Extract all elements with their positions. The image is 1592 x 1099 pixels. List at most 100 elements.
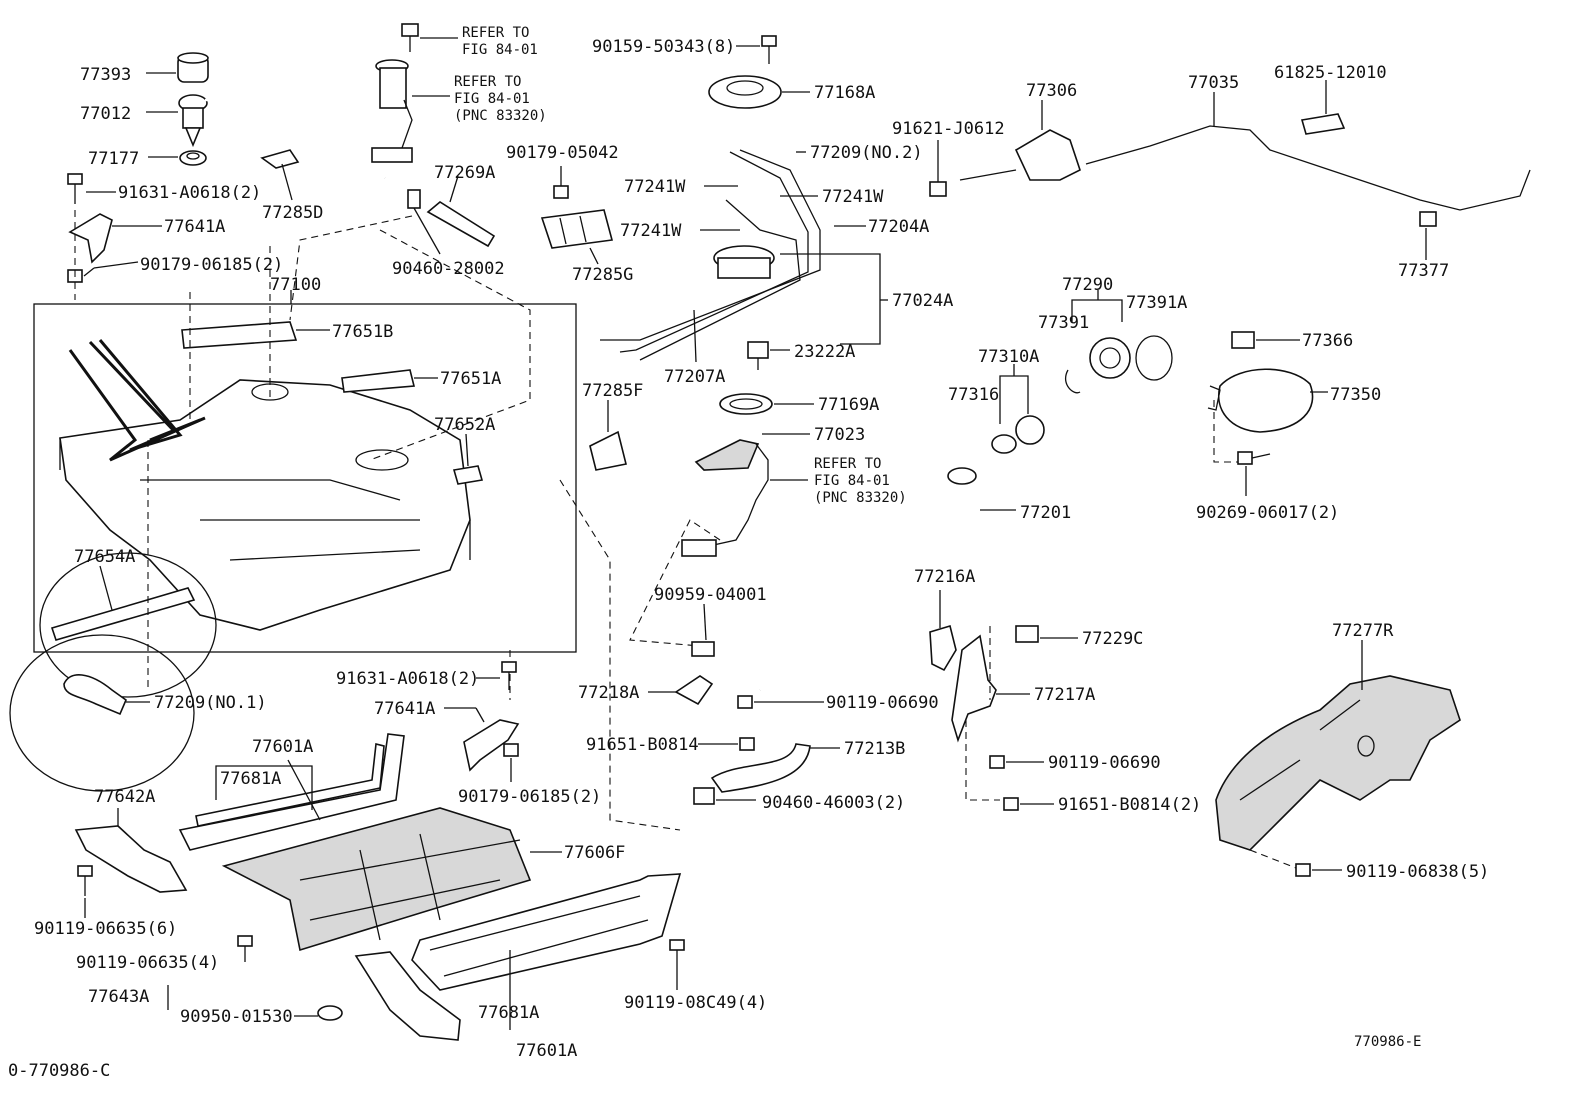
part-61825-label[interactable] xyxy=(1300,113,1346,135)
part-sender-unit[interactable] xyxy=(713,245,775,279)
part-77654a-pad[interactable] xyxy=(50,587,196,641)
part-77277r-liner[interactable] xyxy=(1215,675,1461,851)
label-77035: 77035 xyxy=(1188,73,1239,93)
label-77217a: 77217A xyxy=(1034,685,1095,705)
part-77377-clip[interactable] xyxy=(1419,211,1437,227)
part-77035-cable[interactable] xyxy=(1085,125,1531,211)
part-top-bolt[interactable] xyxy=(401,23,419,52)
part-90159-bolt[interactable] xyxy=(761,35,777,64)
part-77285d-clamp[interactable] xyxy=(260,149,300,169)
part-bolt-90119-06635-4[interactable] xyxy=(237,935,253,962)
refer-pump-line3: (PNC 83320) xyxy=(454,108,547,124)
label-90179-05042: 90179-05042 xyxy=(506,143,619,163)
label-77177: 77177 xyxy=(88,149,139,169)
label-77601a-bottom: 77601A xyxy=(516,1041,577,1061)
part-77642a-bracket[interactable] xyxy=(74,825,188,893)
label-90119-08c49: 90119-08C49(4) xyxy=(624,993,767,1013)
part-90269-screw[interactable] xyxy=(1237,451,1271,465)
label-77204a: 77204A xyxy=(868,217,929,237)
label-77285g: 77285G xyxy=(572,265,633,285)
label-77218a: 77218A xyxy=(578,683,639,703)
part-23222a-filter[interactable] xyxy=(747,341,769,370)
part-77601a-left-strap[interactable] xyxy=(178,733,405,851)
label-77169a: 77169A xyxy=(818,395,879,415)
part-fuel-pump-assy[interactable] xyxy=(371,59,413,163)
part-77285g-clamp[interactable] xyxy=(540,209,614,249)
part-77391a-ring[interactable] xyxy=(1135,335,1173,381)
part-90179-nut-mid[interactable] xyxy=(503,743,519,757)
part-bolt-91631-mid[interactable] xyxy=(501,661,517,690)
label-90119-06690-a: 90119-06690 xyxy=(826,693,939,713)
label-77216a: 77216A xyxy=(914,567,975,587)
label-77316: 77316 xyxy=(948,385,999,405)
label-90460-28002: 90460-28002 xyxy=(392,259,505,279)
label-77391: 77391 xyxy=(1038,313,1089,333)
label-77651b: 77651B xyxy=(332,322,393,342)
label-91651-b0814-b: 91651-B0814(2) xyxy=(1058,795,1201,815)
label-90269: 90269-06017(2) xyxy=(1196,503,1339,523)
part-77606f-heat-shield[interactable] xyxy=(221,807,532,952)
label-77654a: 77654A xyxy=(74,547,135,567)
part-91631-bolt-top[interactable] xyxy=(67,173,83,204)
part-fuel-lines[interactable] xyxy=(600,149,821,361)
label-77024a: 77024A xyxy=(892,291,953,311)
diagram-code-left: 0-770986-C xyxy=(8,1061,110,1081)
part-77366-bumper[interactable] xyxy=(1231,331,1255,349)
label-77651a: 77651A xyxy=(440,369,501,389)
label-90179-mid: 90179-06185(2) xyxy=(458,787,601,807)
part-77651b-pad[interactable] xyxy=(181,321,298,349)
part-77391-ring[interactable] xyxy=(1065,369,1081,394)
label-77681a-bottom: 77681A xyxy=(478,1003,539,1023)
part-90460-46003-clip[interactable] xyxy=(693,787,715,805)
part-77216a-bracket[interactable] xyxy=(929,624,957,672)
part-77306-opener-lever[interactable] xyxy=(959,129,1081,181)
part-90119-06838-bolt[interactable] xyxy=(1295,863,1311,877)
label-23222a: 23222A xyxy=(794,342,855,362)
label-77229c: 77229C xyxy=(1082,629,1143,649)
part-77316-gasket[interactable] xyxy=(991,434,1017,454)
part-77641a-bracket-top[interactable] xyxy=(68,213,113,264)
part-77350-fuel-door[interactable] xyxy=(1207,368,1314,433)
part-77209-no1-hose[interactable] xyxy=(63,674,127,716)
part-77285f-clamp[interactable] xyxy=(589,430,627,471)
refer-pump-line2: FIG 84-01 xyxy=(454,91,530,107)
part-bolt-91651-a[interactable] xyxy=(739,737,755,751)
part-77168a-retainer[interactable] xyxy=(708,75,782,109)
part-77393-cap[interactable] xyxy=(177,52,209,83)
part-77023-sender[interactable] xyxy=(681,439,769,557)
label-90119-06635-4: 90119-06635(4) xyxy=(76,953,219,973)
refer-gauge-line1: REFER TO xyxy=(814,456,881,472)
label-77391a: 77391A xyxy=(1126,293,1187,313)
part-90460-clip[interactable] xyxy=(407,189,421,209)
part-77290-cap[interactable] xyxy=(1089,337,1131,379)
part-bolt-91651-b[interactable] xyxy=(1003,797,1019,811)
part-77643a-bracket[interactable] xyxy=(354,951,461,1041)
part-77169a-gasket[interactable] xyxy=(719,393,773,415)
part-bolt-90119-06690-a[interactable] xyxy=(737,695,753,709)
part-77269a-pipe[interactable] xyxy=(426,201,496,248)
part-77177-grommet[interactable] xyxy=(179,150,207,166)
label-77641a-mid: 77641A xyxy=(374,699,435,719)
part-bolt-90119-06690-b[interactable] xyxy=(989,755,1005,769)
part-77201-filler-pipe[interactable] xyxy=(756,467,977,693)
refer-top-line1: REFER TO xyxy=(462,25,529,41)
part-90950-plug[interactable] xyxy=(317,1005,343,1021)
part-90179-05042-nut[interactable] xyxy=(553,185,569,199)
part-77641a-bracket-mid[interactable] xyxy=(463,719,520,772)
part-77652a-pad[interactable] xyxy=(452,465,484,485)
part-77651a-pad[interactable] xyxy=(341,369,416,393)
part-77601a-bottom-strap[interactable] xyxy=(411,873,682,991)
part-77100-fuel-tank[interactable] xyxy=(59,379,471,631)
part-77218a-bracket[interactable] xyxy=(674,675,714,706)
part-bolt-90119-06635-6[interactable] xyxy=(77,865,93,896)
part-77213b-hose[interactable] xyxy=(710,743,811,793)
part-77012-vent-valve[interactable] xyxy=(178,94,386,180)
label-90159: 90159-50343(8) xyxy=(592,37,735,57)
part-bolt-90119-08c49[interactable] xyxy=(669,939,685,970)
part-77310a-cap[interactable] xyxy=(1015,415,1045,445)
part-77229c-clip[interactable] xyxy=(1015,625,1039,643)
part-90959-clip[interactable] xyxy=(691,641,715,657)
part-77217a-bracket[interactable] xyxy=(951,634,997,743)
part-91621-bolt[interactable] xyxy=(929,181,947,197)
label-77306: 77306 xyxy=(1026,81,1077,101)
